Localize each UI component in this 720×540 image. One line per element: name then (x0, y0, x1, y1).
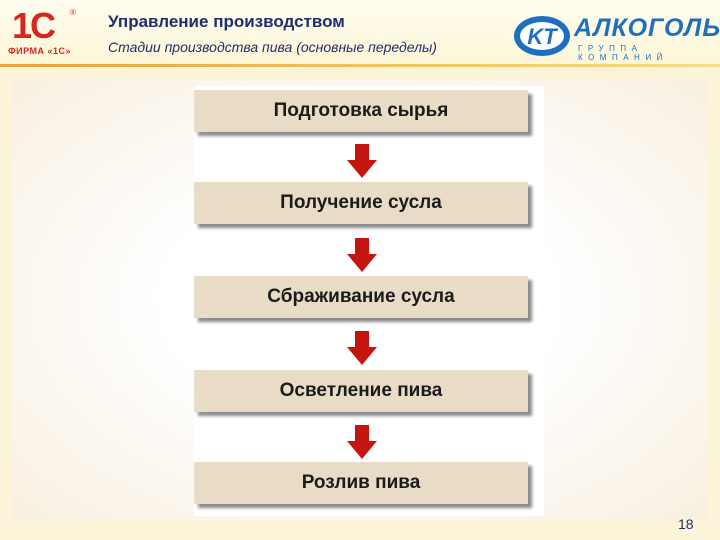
header (0, 0, 720, 64)
page-subtitle: Стадии производства пива (основные перед… (108, 39, 437, 55)
header-divider (0, 64, 720, 67)
down-arrow-icon (347, 331, 377, 365)
stage-box: Подготовка сырья (194, 90, 528, 132)
logo-1c-registered: ® (70, 8, 76, 17)
partner-logo-mark: KT (527, 24, 558, 49)
stage-box: Осветление пива (194, 370, 528, 412)
production-flow: Подготовка сырья Получение сусла Сбражив… (194, 86, 544, 516)
logo-1c-mark: 1С (12, 5, 56, 46)
page-number: 18 (678, 516, 694, 532)
page-title: Управление производством (108, 12, 345, 31)
logo-1c-firm: ФИРМА «1С» (8, 46, 72, 56)
partner-logo: KT АЛКОГОЛЬ ГРУППА КОМПАНИЙ (512, 14, 720, 62)
partner-logo-emblem: KT (514, 16, 570, 56)
down-arrow-icon (347, 425, 377, 459)
down-arrow-icon (347, 238, 377, 272)
partner-group: ГРУППА КОМПАНИЙ (578, 44, 668, 62)
partner-name: АЛКОГОЛЬ (574, 14, 720, 42)
down-arrow-icon (347, 144, 377, 178)
logo-1c: 1С ® ФИРМА «1С» (8, 6, 90, 60)
stage-box: Розлив пива (194, 462, 528, 504)
stage-box: Сбраживание сусла (194, 276, 528, 318)
stage-box: Получение сусла (194, 182, 528, 224)
